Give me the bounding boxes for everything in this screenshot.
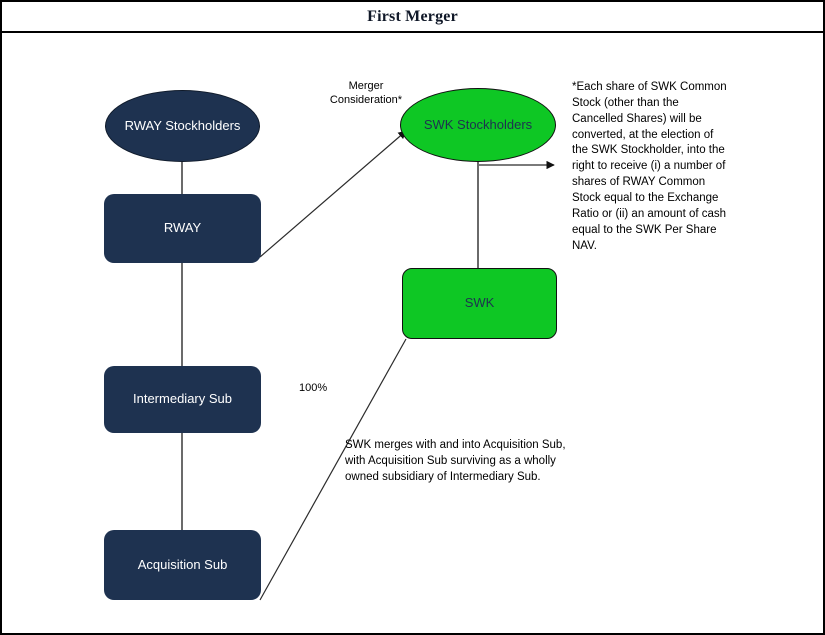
diagram-canvas: RWAY Stockholders SWK Stockholders RWAY … — [2, 33, 823, 633]
node-label-swk-stockholders: SWK Stockholders — [423, 116, 533, 132]
node-acquisition-sub[interactable]: Acquisition Sub — [104, 530, 261, 600]
node-rway[interactable]: RWAY — [104, 194, 261, 263]
node-label-intermediary-sub: Intermediary Sub — [133, 391, 232, 407]
node-rway-stockholders[interactable]: RWAY Stockholders — [105, 90, 260, 162]
edge-label-ownership-percent: 100% — [299, 382, 328, 394]
node-intermediary-sub[interactable]: Intermediary Sub — [104, 366, 261, 433]
title-bar: First Merger — [2, 2, 823, 33]
annotation-merger-mechanics-note: SWK merges with and into Acquisition Sub… — [345, 439, 566, 483]
edge-label-merger-consideration: Merger Consideration* — [329, 80, 403, 107]
node-label-swk: SWK — [464, 295, 495, 311]
node-label-rway: RWAY — [163, 220, 202, 236]
node-swk[interactable]: SWK — [402, 268, 557, 339]
node-label-acquisition-sub: Acquisition Sub — [137, 556, 228, 572]
node-label-rway-stockholders: RWAY Stockholders — [124, 117, 241, 133]
connector-merger-consideration — [259, 130, 407, 258]
annotation-merger-consideration-note: *Each share of SWK Common Stock (other t… — [572, 81, 727, 252]
node-swk-stockholders[interactable]: SWK Stockholders — [400, 88, 556, 162]
page-title: First Merger — [367, 7, 458, 25]
